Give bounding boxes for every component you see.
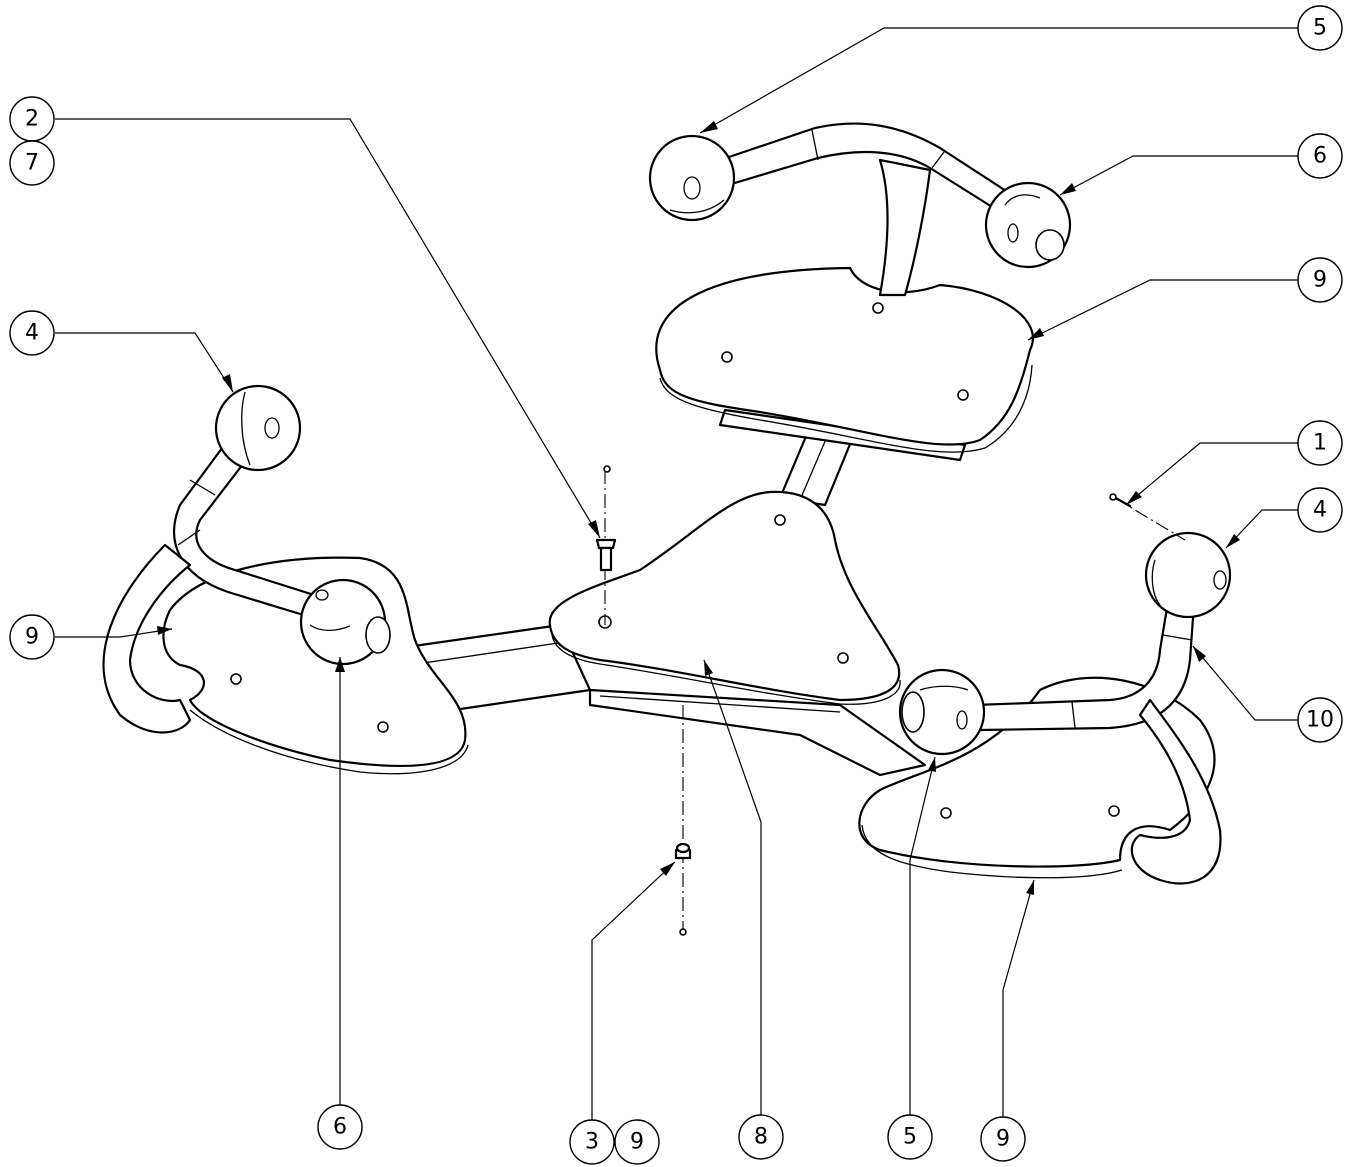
handle-top xyxy=(648,122,1072,297)
balloon-number: 9 xyxy=(25,625,39,650)
handle-ball-icon xyxy=(898,668,986,756)
balloon-number: 9 xyxy=(1313,268,1327,293)
balloon-number: 2 xyxy=(25,107,39,132)
balloon-number: 6 xyxy=(333,1115,347,1140)
seat-left xyxy=(162,556,469,775)
handle-right xyxy=(898,531,1232,885)
balloon-item-7: 7 xyxy=(9,140,55,186)
balloon-number: 3 xyxy=(585,1130,599,1155)
handle-ball-icon xyxy=(214,384,302,472)
balloon-item-6-top: 6 xyxy=(1297,133,1343,179)
balloon-number: 4 xyxy=(25,321,39,346)
screw-hole-icon xyxy=(774,514,786,526)
balloon-number: 9 xyxy=(630,1130,644,1155)
balloon-item-5-bottom: 5 xyxy=(887,1114,933,1160)
seat-top xyxy=(655,266,1034,462)
balloon-number: 7 xyxy=(25,151,39,176)
balloon-item-1: 1 xyxy=(1297,420,1343,466)
balloon-number: 5 xyxy=(903,1125,917,1150)
balloon-item-10: 10 xyxy=(1297,697,1343,743)
balloon-number: 5 xyxy=(1313,16,1327,41)
balloon-item-9-left: 9 xyxy=(9,614,55,660)
balloon-number: 6 xyxy=(1313,144,1327,169)
screw-hole-icon xyxy=(940,807,952,819)
screw-hole-icon xyxy=(1108,805,1120,817)
handle-left xyxy=(102,384,391,734)
balloon-item-9-bottom-center: 9 xyxy=(614,1119,660,1165)
balloon-item-5-top: 5 xyxy=(1297,5,1343,51)
screw-hole-icon xyxy=(377,721,389,733)
balloon-number: 9 xyxy=(996,1127,1010,1152)
balloon-item-4-right: 4 xyxy=(1297,487,1343,533)
balloon-item-8: 8 xyxy=(738,1114,784,1160)
screw-hole-icon xyxy=(872,302,884,314)
balloon-item-4-left: 4 xyxy=(9,310,55,356)
leader-lines xyxy=(55,27,1298,1120)
balloon-number: 8 xyxy=(754,1125,768,1150)
balloon-number: 4 xyxy=(1313,498,1327,523)
screw-hole-icon xyxy=(957,389,969,401)
balloon-item-3: 3 xyxy=(569,1119,615,1165)
balloon-item-6-bottom: 6 xyxy=(317,1104,363,1150)
screw-hole-icon xyxy=(230,673,242,685)
screw-hole-icon xyxy=(721,351,733,363)
balloon-item-9-right-upper: 9 xyxy=(1297,257,1343,303)
seat-center xyxy=(548,490,901,705)
balloon-item-9-bottom-right: 9 xyxy=(980,1116,1026,1162)
balloon-number: 10 xyxy=(1306,708,1334,733)
balloon-number: 1 xyxy=(1313,431,1327,456)
balloon-item-2: 2 xyxy=(9,96,55,142)
screw-hole-icon xyxy=(837,652,849,664)
handle-ball-icon xyxy=(1144,531,1232,619)
handle-ball-icon xyxy=(648,134,736,222)
